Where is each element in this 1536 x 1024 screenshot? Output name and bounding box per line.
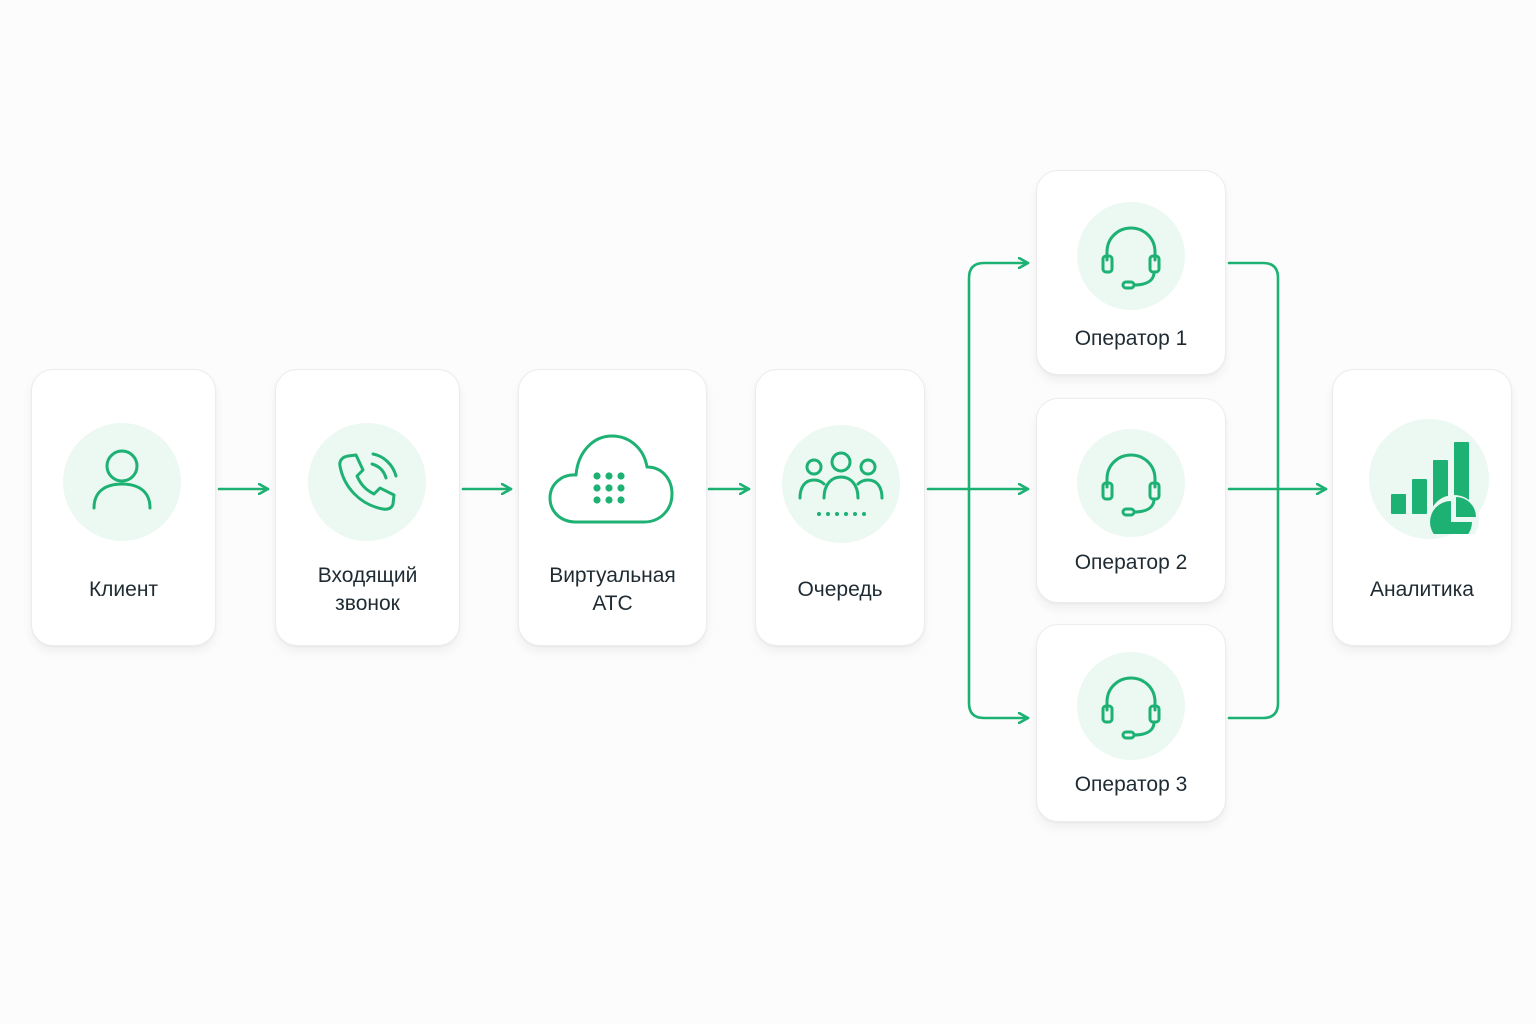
edge-queue-operator3 [967,487,1030,718]
node-operator-2: Оператор 2 [1036,398,1226,603]
group-icon [798,451,884,516]
edge-operator1-analytics [1227,261,1280,491]
node-incoming-call: Входящий звонок [275,369,460,646]
node-label: Оператор 3 [1074,773,1188,796]
edge-queue-operator1 [967,263,1030,491]
node-label: Оператор 1 [1074,327,1188,350]
node-label: Входящий звонок [317,564,418,615]
icon-circle [1077,202,1185,310]
node-label: Оператор 2 [1074,551,1188,574]
node-client: Клиент [31,369,216,646]
node-virtual-pbx: Виртуальная АТС [518,369,707,646]
headset-icon [1101,226,1161,290]
edge-operator3-analytics [1227,487,1280,720]
icon-circle [1077,429,1185,537]
node-operator-3: Оператор 3 [1036,624,1226,822]
headset-icon [1101,453,1161,517]
cloud-icon [548,434,674,524]
node-label: Аналитика [1370,578,1474,601]
headset-icon [1101,676,1161,740]
node-label: Виртуальная АТС [549,564,676,615]
person-icon [92,449,152,510]
phone-icon [338,452,398,511]
node-queue: Очередь [755,369,925,646]
analytics-chart-icon [1391,442,1479,534]
icon-circle [1077,652,1185,760]
icon-circle [308,423,426,541]
icon-circle [782,425,900,543]
icon-circle [1369,419,1489,539]
node-label: Клиент [88,578,159,601]
node-analytics: Аналитика [1332,369,1512,646]
icon-circle [63,423,181,541]
node-operator-1: Оператор 1 [1036,170,1226,375]
node-label: Очередь [797,578,883,601]
